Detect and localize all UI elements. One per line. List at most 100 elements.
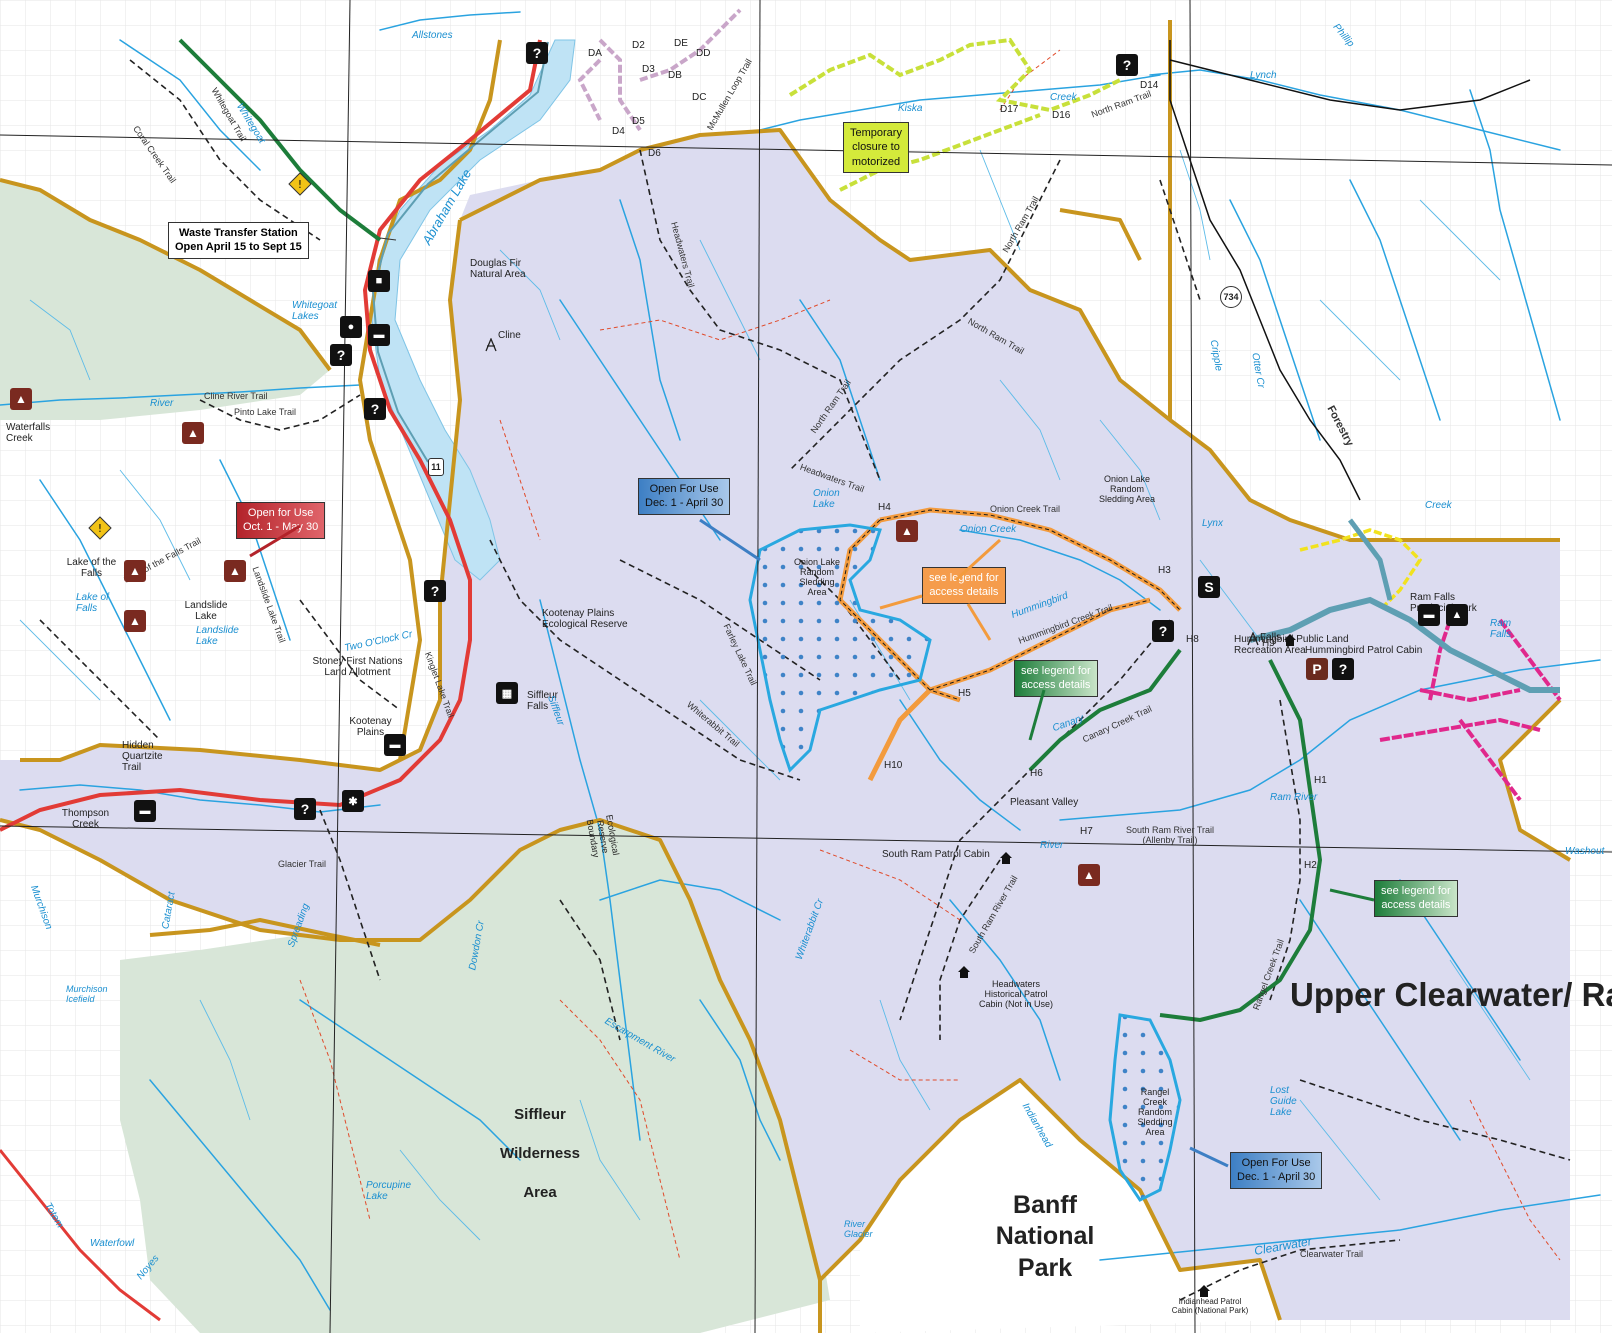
label-landslide-lake-w: Landslide Lake [196, 625, 239, 647]
mauve-trails [577, 8, 742, 132]
rangel-creek-random-sledding-area [1108, 1013, 1182, 1202]
node-h7: H7 [1080, 826, 1093, 837]
info-question-icon[interactable]: ? [526, 42, 548, 64]
tent-icon[interactable]: ▲ [896, 520, 918, 542]
picnic-icon: ▦ [496, 682, 518, 704]
svg-text:!: ! [298, 178, 302, 191]
road-east [1169, 59, 1531, 111]
label-pinto-lake-trail: Pinto Lake Trail [234, 407, 297, 417]
tent-icon[interactable]: ▲ [124, 610, 146, 632]
staging-area-icon[interactable]: S [1198, 576, 1220, 598]
tent-icon[interactable]: ▲ [10, 388, 32, 410]
node-dc: DC [692, 92, 707, 103]
label-douglas-fir: Douglas Fir Natural Area [470, 258, 526, 280]
label-lynch: Lynch [1250, 70, 1277, 81]
label-murchison-icefield: Murchison Icefield [66, 984, 108, 1004]
node-d4: D4 [612, 126, 625, 137]
tent-icon[interactable]: ▲ [1078, 864, 1100, 886]
info-question-icon[interactable]: ? [424, 580, 446, 602]
info-question-icon[interactable]: ? [1332, 658, 1354, 680]
label-lake-of-falls: Lake of Falls [76, 592, 109, 614]
tent-icon: ▲ [1446, 604, 1468, 626]
campground-vehicle-icon: ▬ [1418, 604, 1440, 626]
hiker-icon: ✱ [342, 790, 364, 812]
node-h2: H2 [1304, 860, 1317, 871]
label-rangel-creek-random: Rangel Creek Random Sledding Area [1137, 1087, 1173, 1137]
parking-icon[interactable]: P [1306, 658, 1328, 680]
node-db: DB [668, 70, 682, 81]
svg-text:!: ! [98, 522, 102, 535]
highway-11 [0, 39, 542, 832]
label-kootenay-plains-er: Kootenay Plains Ecological Reserve [542, 608, 628, 630]
node-de: DE [674, 38, 688, 49]
region-siffleur-wilderness-area: Siffleur Wilderness Area [500, 1106, 580, 1201]
label-onion-lake: Onion Lake [813, 488, 840, 510]
label-river-glacier: River Glacier [844, 1219, 873, 1239]
label-porcupine-lake: Porcupine Lake [366, 1180, 412, 1202]
tent-icon[interactable]: ▲ [182, 422, 204, 444]
tent-icon[interactable]: ▲ [124, 560, 146, 582]
node-d2: D2 [632, 40, 645, 51]
label-pleasant-valley: Pleasant Valley [1010, 797, 1079, 808]
label-ram-falls-w: Ram Falls [1490, 618, 1512, 640]
label-cline: Cline [498, 330, 521, 341]
label-lake-of-the-falls: Lake of the Falls [66, 557, 117, 579]
label-onion-creek: Onion Creek [960, 524, 1017, 535]
label-kootenay-plains: Kootenay Plains [349, 716, 392, 738]
info-question-icon[interactable]: ? [1116, 54, 1138, 76]
info-question-icon[interactable]: ? [294, 798, 316, 820]
region-banff-national-park: Banff National Park [995, 1191, 1095, 1282]
warning-icon: ! [288, 172, 312, 196]
label-glacier-trail: Glacier Trail [278, 859, 327, 869]
siffleur-wilderness-area [120, 790, 840, 1333]
highway-734-shield: 734 [1220, 286, 1242, 308]
info-question-icon[interactable]: ? [364, 398, 386, 420]
label-south-ram-river-trail: South Ram River Trail (Allenby Trail) [1125, 825, 1215, 845]
label-hidden-quartzite: Hidden Quartzite Trail [122, 740, 163, 773]
lime-closure-trail-2 [839, 113, 1041, 192]
node-h3: H3 [1158, 565, 1171, 576]
cabin-icon [958, 966, 970, 978]
label-clearwater-trail: Clearwater Trail [1300, 1249, 1364, 1259]
forestry-trunk-road [1169, 40, 1361, 501]
label-onion-lake-random: Onion Lake Random Sledding Area [1098, 474, 1156, 504]
node-h4: H4 [878, 502, 891, 513]
warning-icon: ! [88, 516, 112, 540]
node-h6: H6 [1030, 768, 1043, 779]
label-onion-creek-trail: Onion Creek Trail [990, 504, 1061, 514]
info-question-icon[interactable]: ? [330, 344, 352, 366]
node-h9: H9 [1262, 638, 1275, 649]
label-waterfowl: Waterfowl [90, 1238, 135, 1249]
tent-icon[interactable]: ▲ [224, 560, 246, 582]
lime-closure-trail [788, 37, 1121, 113]
north-ram-river [1348, 518, 1393, 601]
node-dd: DD [696, 48, 711, 59]
info-question-icon[interactable]: ? [1152, 620, 1174, 642]
node-d16: D16 [1052, 110, 1071, 121]
node-d14: D14 [1140, 80, 1159, 91]
label-whitegoat-lakes: Whitegoat Lakes [292, 300, 338, 322]
ram-river-corridor [1249, 596, 1560, 693]
node-h10: H10 [884, 760, 903, 771]
campground-vehicle-icon: ▬ [134, 800, 156, 822]
label-lost-guide-lake: Lost Guide Lake [1270, 1085, 1297, 1118]
node-d6: D6 [648, 148, 661, 159]
label-washout: Washout [1565, 846, 1605, 857]
label-hummingbird-cabin: Hummingbird Patrol Cabin [1305, 645, 1423, 656]
label-waterfalls-creek: Waterfalls Creek [6, 422, 51, 444]
highway-11-shield: 11 [428, 458, 444, 476]
label-onion-lake-random-2: Onion Lake Random Sledding Area [793, 557, 841, 597]
washroom-icon: ● [340, 316, 362, 338]
label-ram-falls-pp: Ram Falls Provincial Park [1410, 592, 1477, 614]
banff-national-park-area [860, 1080, 1280, 1333]
node-h8: H8 [1186, 634, 1199, 645]
region-upper-clearwater-ram-pluz: Upper Clearwater/ Ram PLUZ [1290, 976, 1612, 1013]
